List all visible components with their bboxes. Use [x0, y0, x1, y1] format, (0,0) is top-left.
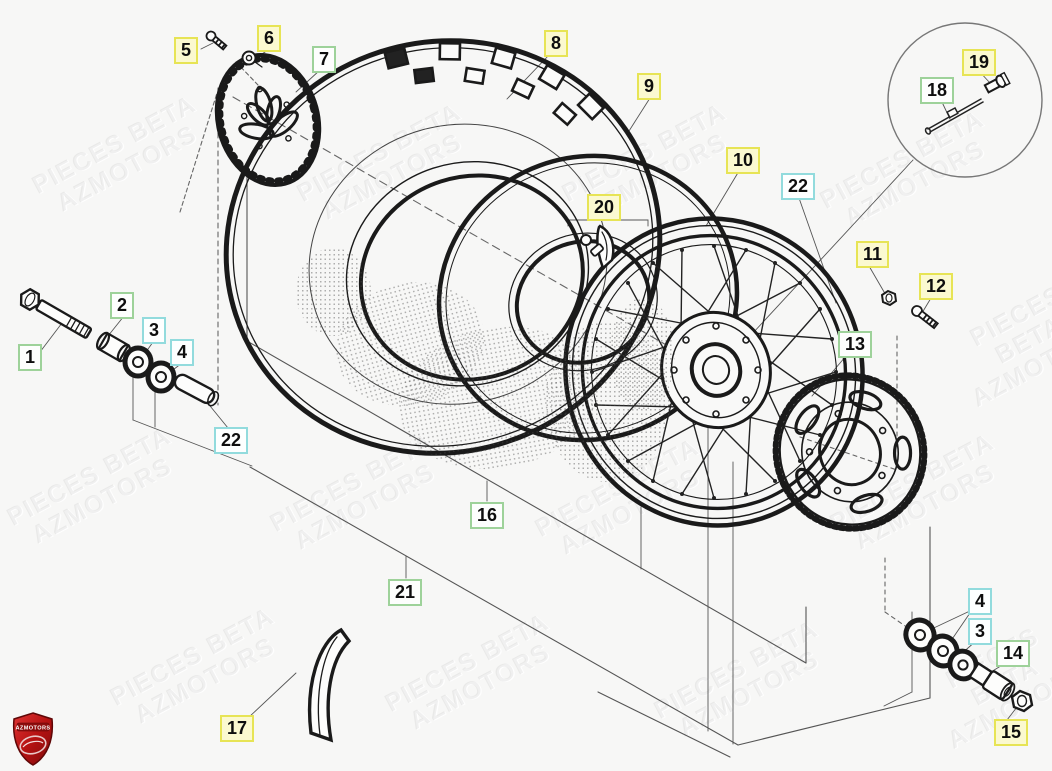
callout-21: 21 — [388, 579, 423, 606]
inner-tube — [436, 153, 740, 443]
callout-22: 22 — [781, 173, 816, 200]
callout-3: 3 — [968, 618, 993, 645]
sprocket — [772, 372, 928, 532]
callout-13: 13 — [838, 331, 873, 358]
disc-washer — [241, 50, 263, 68]
stipple-shading — [296, 248, 371, 336]
axle-bolt — [19, 287, 93, 339]
callout-10: 10 — [726, 147, 761, 174]
wheel-rim — [563, 216, 865, 528]
logo-text: AZMOTORS — [15, 726, 50, 732]
group-box-wireframe — [132, 164, 931, 758]
callout-11: 11 — [856, 241, 890, 268]
spacer-tube — [173, 373, 220, 407]
callout-20: 20 — [587, 194, 622, 221]
rim-lock — [580, 224, 615, 271]
bearing — [145, 360, 177, 394]
stipple-shading — [610, 298, 675, 410]
spoke-nipple-part — [983, 71, 1011, 94]
callout-14: 14 — [996, 640, 1031, 667]
callout-2: 2 — [110, 292, 135, 319]
spoke-nipples — [590, 244, 838, 500]
adjuster-nut — [880, 289, 898, 307]
dashed-guides — [179, 61, 909, 629]
callout-19: 19 — [962, 49, 997, 76]
callout-12: 12 — [919, 273, 954, 300]
chain-adjuster-bush — [967, 661, 1016, 702]
callout-16: 16 — [470, 502, 505, 529]
callout-4: 4 — [170, 339, 195, 366]
chain-slider — [307, 627, 352, 743]
shield-shape — [12, 712, 54, 766]
callout-1: 1 — [18, 344, 43, 371]
bearing — [122, 345, 154, 379]
callout-17: 17 — [220, 715, 255, 742]
axle-nut — [1010, 689, 1034, 713]
adjuster-bolt — [911, 305, 940, 330]
callout-3: 3 — [142, 317, 167, 344]
callout-4: 4 — [968, 588, 993, 615]
callout-22: 22 — [214, 427, 249, 454]
hub-bolt-holes — [670, 322, 762, 418]
callout-7: 7 — [312, 46, 337, 73]
callout-15: 15 — [994, 719, 1029, 746]
spoke-detail-circle — [887, 22, 1043, 178]
callout-9: 9 — [637, 73, 662, 100]
callout-6: 6 — [257, 25, 282, 52]
bearing — [903, 617, 937, 653]
bearing — [947, 648, 979, 682]
callout-8: 8 — [544, 30, 569, 57]
stipple-shading — [545, 322, 670, 482]
disc-bolt — [205, 30, 228, 51]
azmotors-logo: AZMOTORS — [10, 712, 56, 766]
tread-knobs — [383, 41, 606, 127]
callout-5: 5 — [174, 37, 199, 64]
callout-18: 18 — [920, 77, 955, 104]
